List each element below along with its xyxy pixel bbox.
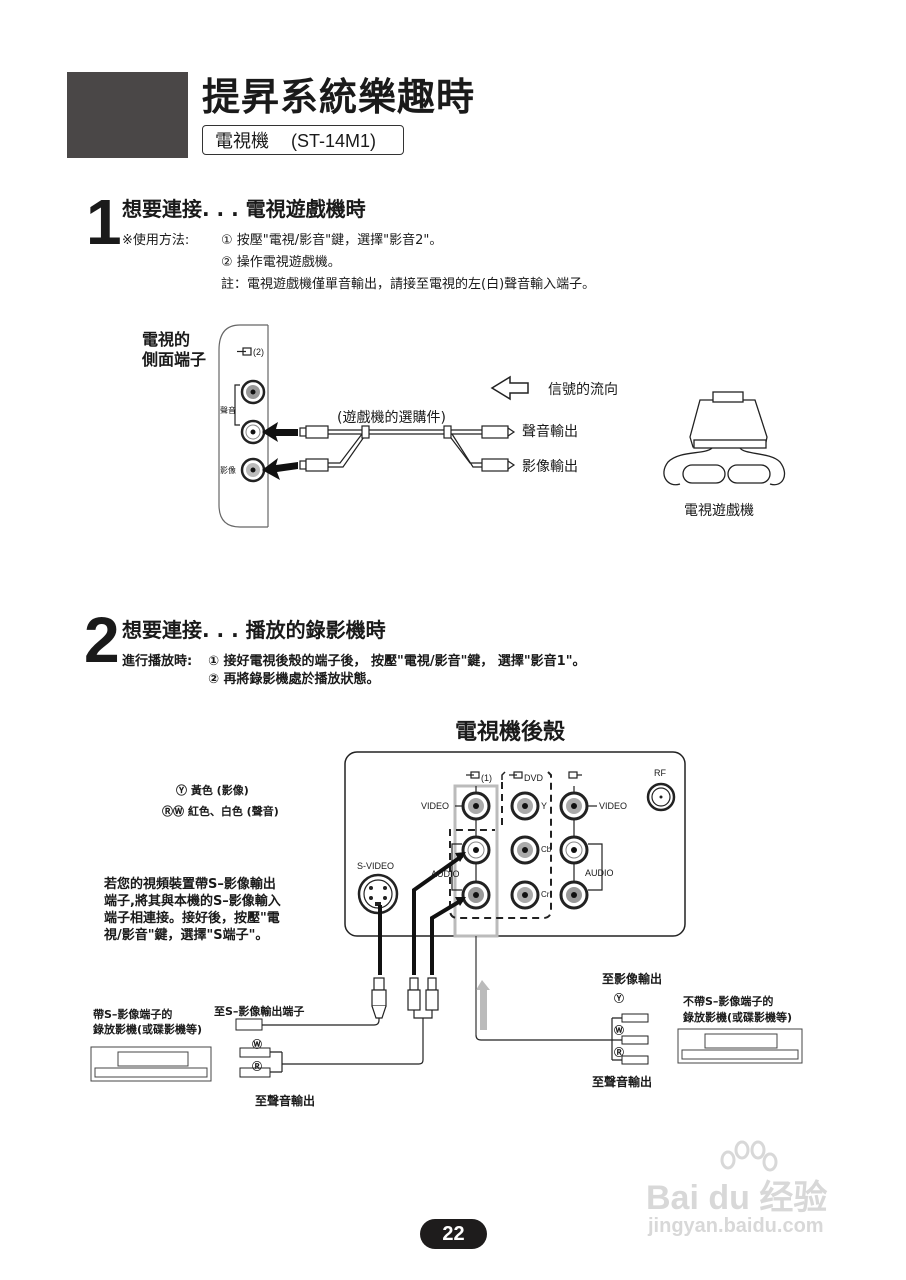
section1-step2: ② 操作電視遊戲機。: [221, 255, 341, 270]
audio-right-label: AUDIO: [585, 868, 614, 878]
to-svideo-out-label: 至S–影像輸出端子: [214, 1005, 305, 1018]
audio-out-label: 聲音輸出: [522, 424, 578, 440]
svideo-label: S-VIDEO: [357, 861, 395, 871]
cables-to-panel: [378, 854, 464, 975]
y-circle-icon: Ⓨ: [176, 784, 187, 797]
jack-dvd-cr: [510, 880, 540, 910]
signal-flow-arrow-icon: [490, 375, 529, 401]
video-out-label: 影像輸出: [522, 459, 578, 475]
section1-note: 註：電視遊戲機僅單音輸出，請接至電視的左(白)聲音輸入端子。: [221, 277, 596, 292]
rear-panel-title: 電視機後殼: [455, 720, 566, 745]
cable-right-plugs: [481, 425, 516, 472]
jack-audio-r-out: [559, 880, 589, 910]
vcr-with-s-label-2: 錄放影機(或碟影機等): [93, 1023, 203, 1036]
video-right-label: VIDEO: [599, 801, 628, 811]
cable-label: (遊戲機的選購件): [337, 410, 446, 426]
plug-arrow-audio: [262, 422, 298, 442]
jack-dvd-y: [510, 791, 540, 821]
side-panel-label-1: 電視的: [142, 330, 191, 349]
signal-up-arrow-icon: [476, 980, 490, 1030]
input1-icon: [466, 771, 480, 779]
cr-label: Cr: [541, 890, 550, 899]
model-number: (ST-14M1): [291, 131, 377, 151]
cable-left-plugs: [299, 425, 329, 472]
section1-usage-label: ※使用方法:: [122, 233, 190, 248]
page-number: 22: [420, 1219, 487, 1249]
y-label: Y: [541, 801, 548, 811]
vcr-with-svideo-icon: [90, 1046, 212, 1082]
to-video-out-label: 至影像輸出: [602, 972, 663, 986]
jack-audio-r: [240, 379, 266, 405]
side-input-label: (2): [253, 347, 264, 357]
dvd-label: DVD: [524, 773, 544, 783]
rf-jack: [646, 782, 676, 812]
plug-y-right: Ⓨ: [614, 994, 624, 1005]
section1-number: 1: [86, 186, 122, 258]
input1-label: (1): [481, 773, 492, 783]
side-panel-label-2: 側面端子: [142, 350, 207, 369]
side-video-label: 影像: [220, 466, 236, 475]
vcr-without-s-label-2: 錄放影機(或碟影機等): [683, 1011, 793, 1024]
section2-step1: ① 接好電視後殼的端子後， 按壓"電視/影音"鍵， 選擇"影音1"。: [208, 654, 586, 669]
watermark-url: jingyan.baidu.com: [648, 1215, 824, 1237]
cb-label: Cb: [541, 845, 552, 854]
cable-body: [328, 425, 482, 468]
game-console-icon: [663, 391, 786, 486]
section1-step1: ① 按壓"電視/影音"鍵，選擇"影音2"。: [221, 233, 443, 248]
section2-playback-label: 進行播放時:: [122, 654, 193, 669]
right-rca-plugs: [621, 1013, 649, 1065]
section2-step2: ② 再將錄影機處於播放狀態。: [208, 672, 380, 687]
plug-w-left: Ⓦ: [252, 1040, 262, 1051]
left-rca-plugs: [239, 1047, 271, 1078]
to-audio-out-left-label: 至聲音輸出: [255, 1094, 316, 1108]
section1-title: 想要連接. . . 電視遊戲機時: [122, 197, 366, 221]
section2-title: 想要連接. . . 播放的錄影機時: [122, 618, 386, 642]
model-box: 電視機 (ST-14M1): [202, 125, 404, 155]
left-svideo-plug: [235, 1018, 263, 1031]
jack-dvd-cb: [510, 835, 540, 865]
plug-r-left: Ⓡ: [252, 1062, 262, 1073]
svideo-note: 若您的視頻裝置帶S–影像輸出 端子,將其與本機的S–影像輸入 端子相連接。接好後…: [104, 877, 281, 943]
legend-red-white: ⓇⓌ 紅色、白色 (聲音): [162, 805, 279, 818]
side-audio-label: 聲音: [220, 406, 236, 415]
output-icon: [568, 771, 582, 779]
product-label: 電視機: [215, 131, 269, 152]
section2-number: 2: [84, 604, 120, 676]
plug-r-right: Ⓡ: [614, 1048, 624, 1059]
rca-plugs-pair: [407, 977, 439, 1011]
jack-video: [240, 457, 266, 483]
legend-yellow: Ⓨ 黃色 (影像): [176, 784, 249, 797]
vcr-with-s-label-1: 帶S–影像端子的: [93, 1008, 173, 1021]
watermark-brand: Bai du 经验: [646, 1179, 828, 1217]
vcr-without-s-label-1: 不帶S–影像端子的: [683, 995, 774, 1008]
jack-audio-l-out: [559, 835, 589, 865]
watermark-paw-icon: [720, 1140, 778, 1172]
plug-arrow-video: [262, 458, 298, 480]
svideo-plug: [371, 977, 387, 1019]
jack-video-in1: [461, 791, 491, 821]
jack-audio-r-in1: [461, 880, 491, 910]
input-dvd-icon: [509, 771, 523, 779]
audio-left-label: AUDIO: [431, 869, 460, 879]
rw-circle-icon: ⓇⓌ: [162, 805, 184, 818]
flow-label: 信號的流向: [548, 382, 618, 398]
vcr-without-svideo-icon: [677, 1028, 803, 1064]
header-gray-block: [67, 72, 188, 158]
rf-label: RF: [654, 768, 666, 778]
to-audio-out-right-label: 至聲音輸出: [592, 1075, 653, 1089]
jack-video-out: [559, 791, 589, 821]
video-left-label: VIDEO: [421, 801, 450, 811]
plug-w-right: Ⓦ: [614, 1026, 624, 1037]
jack-audio-l-in1: [461, 835, 491, 865]
page-title: 提昇系統樂趣時: [202, 75, 476, 119]
input-icon: [237, 347, 252, 356]
console-label: 電視遊戲機: [684, 503, 754, 519]
